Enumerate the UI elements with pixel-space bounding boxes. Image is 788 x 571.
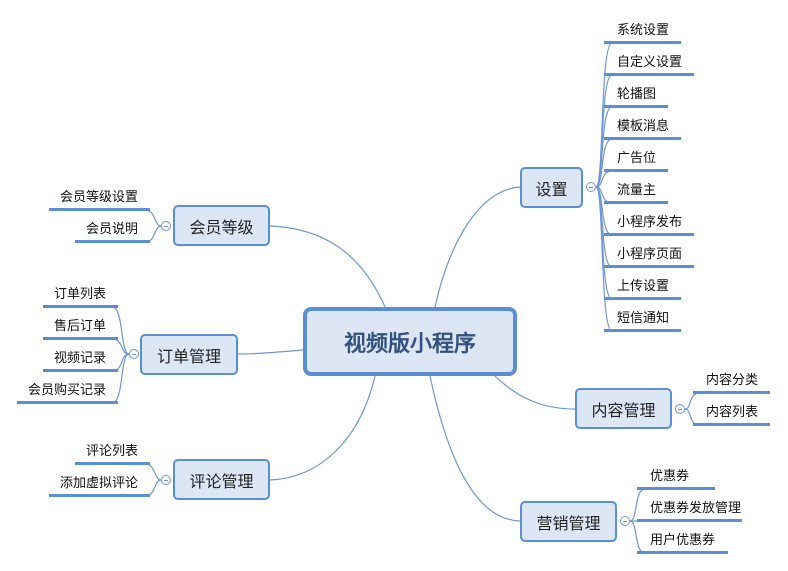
subtopic-item[interactable]: 小程序页面 <box>604 246 694 268</box>
topic-label: 评论管理 <box>189 471 254 491</box>
subtopic-item[interactable]: 评论列表 <box>75 443 150 465</box>
subtopic-item[interactable]: 系统设置 <box>604 22 681 44</box>
subtopic-item[interactable]: 会员等级设置 <box>49 189 150 211</box>
subtopic-item[interactable]: 订单列表 <box>43 286 118 308</box>
topic-comment-management[interactable]: 评论管理 <box>173 459 270 500</box>
subtopic-item[interactable]: 流量主 <box>604 182 668 204</box>
topic-marketing-management[interactable]: 营销管理 <box>520 501 617 542</box>
topic-label: 订单管理 <box>156 346 221 366</box>
subtopic-item[interactable]: 视频记录 <box>43 350 118 372</box>
subtopic-item[interactable]: 添加虚拟评论 <box>49 475 150 497</box>
subtopic-item[interactable]: 广告位 <box>604 150 668 172</box>
subtopic-item[interactable]: 用户优惠券 <box>637 532 728 554</box>
topic-content-management[interactable]: 内容管理 <box>575 388 672 429</box>
subtopic-item[interactable]: 内容分类 <box>693 372 770 394</box>
collapse-icon[interactable] <box>620 516 630 526</box>
topic-label: 内容管理 <box>591 400 656 420</box>
subtopic-item[interactable]: 短信通知 <box>604 310 681 332</box>
subtopic-item[interactable]: 优惠券发放管理 <box>637 500 742 522</box>
subtopic-item[interactable]: 会员购买记录 <box>17 382 118 404</box>
root-topic-label: 视频版小程序 <box>343 331 476 357</box>
topic-label: 营销管理 <box>536 513 601 533</box>
subtopic-item[interactable]: 会员说明 <box>75 221 150 243</box>
collapse-icon[interactable] <box>129 349 139 359</box>
collapse-icon[interactable] <box>675 404 685 414</box>
collapse-icon[interactable] <box>161 221 171 231</box>
subtopic-item[interactable]: 小程序发布 <box>604 214 694 236</box>
subtopic-item[interactable]: 售后订单 <box>43 318 118 340</box>
root-topic[interactable]: 视频版小程序 <box>303 307 517 376</box>
subtopic-item[interactable]: 内容列表 <box>693 404 770 426</box>
collapse-icon[interactable] <box>161 475 171 485</box>
subtopic-item[interactable]: 优惠券 <box>637 468 715 490</box>
subtopic-item[interactable]: 轮播图 <box>604 86 668 108</box>
topic-member-level[interactable]: 会员等级 <box>173 205 270 246</box>
collapse-icon[interactable] <box>586 182 596 192</box>
subtopic-item[interactable]: 自定义设置 <box>604 54 694 76</box>
subtopic-item[interactable]: 模板消息 <box>604 118 681 140</box>
topic-label: 设置 <box>535 179 568 199</box>
topic-settings[interactable]: 设置 <box>520 167 583 208</box>
subtopic-item[interactable]: 上传设置 <box>604 278 681 300</box>
topic-order-management[interactable]: 订单管理 <box>140 334 238 375</box>
topic-label: 会员等级 <box>189 217 254 237</box>
